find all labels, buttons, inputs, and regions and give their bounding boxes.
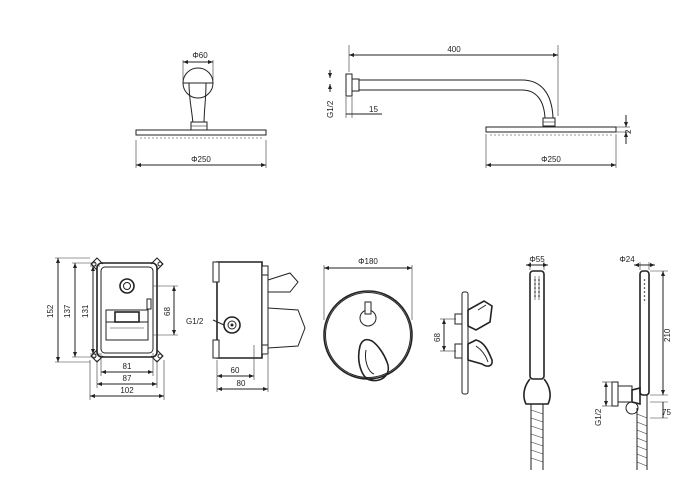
dim-137-label: 137 xyxy=(63,304,72,318)
dim-131-label: 131 xyxy=(81,304,90,318)
dim-102-label: 102 xyxy=(120,386,134,395)
shower-holder-view: Φ24 210 75 G1/2 xyxy=(594,255,672,470)
dim-phi180-label: Φ180 xyxy=(358,257,378,266)
hand-shower-view: Φ55 xyxy=(523,255,551,470)
dim-phi24-label: Φ24 xyxy=(619,255,635,264)
dim-g12-holder-label: G1/2 xyxy=(594,408,603,426)
dim-15-label: 15 xyxy=(369,105,378,114)
dim-g12-side-label: G1/2 xyxy=(186,317,204,326)
dim-75-label: 75 xyxy=(662,408,671,417)
dim-phi60-label: Φ60 xyxy=(192,51,208,60)
dim-g12-top-label: G1/2 xyxy=(326,100,335,118)
dim-81-label: 81 xyxy=(123,362,132,371)
concealed-box-front-view: 152 137 131 68 81 87 102 xyxy=(46,257,178,400)
wall-shower-view: 400 G1/2 15 2 Φ250 xyxy=(326,45,633,168)
dim-phi250-left-label: Φ250 xyxy=(191,155,211,164)
dim-2-label: 2 xyxy=(624,129,633,134)
concealed-box-side-view: G1/2 60 80 xyxy=(186,261,306,392)
dim-152-label: 152 xyxy=(46,304,55,318)
dim-210-label: 210 xyxy=(663,328,672,342)
dim-80-label: 80 xyxy=(237,379,246,388)
dim-phi55-label: Φ55 xyxy=(529,255,545,264)
dim-87-label: 87 xyxy=(123,374,132,383)
mixer-plate-side-view: 68 xyxy=(433,291,493,395)
mixer-plate-front-view: Φ180 xyxy=(323,257,413,382)
dim-400-label: 400 xyxy=(447,45,461,54)
ceiling-shower-view: Φ60 Φ250 xyxy=(135,51,267,168)
dim-phi250-right-label: Φ250 xyxy=(541,155,561,164)
dim-68-box-label: 68 xyxy=(163,307,172,316)
dim-68-lever-label: 68 xyxy=(433,333,442,342)
dim-60-label: 60 xyxy=(231,366,240,375)
